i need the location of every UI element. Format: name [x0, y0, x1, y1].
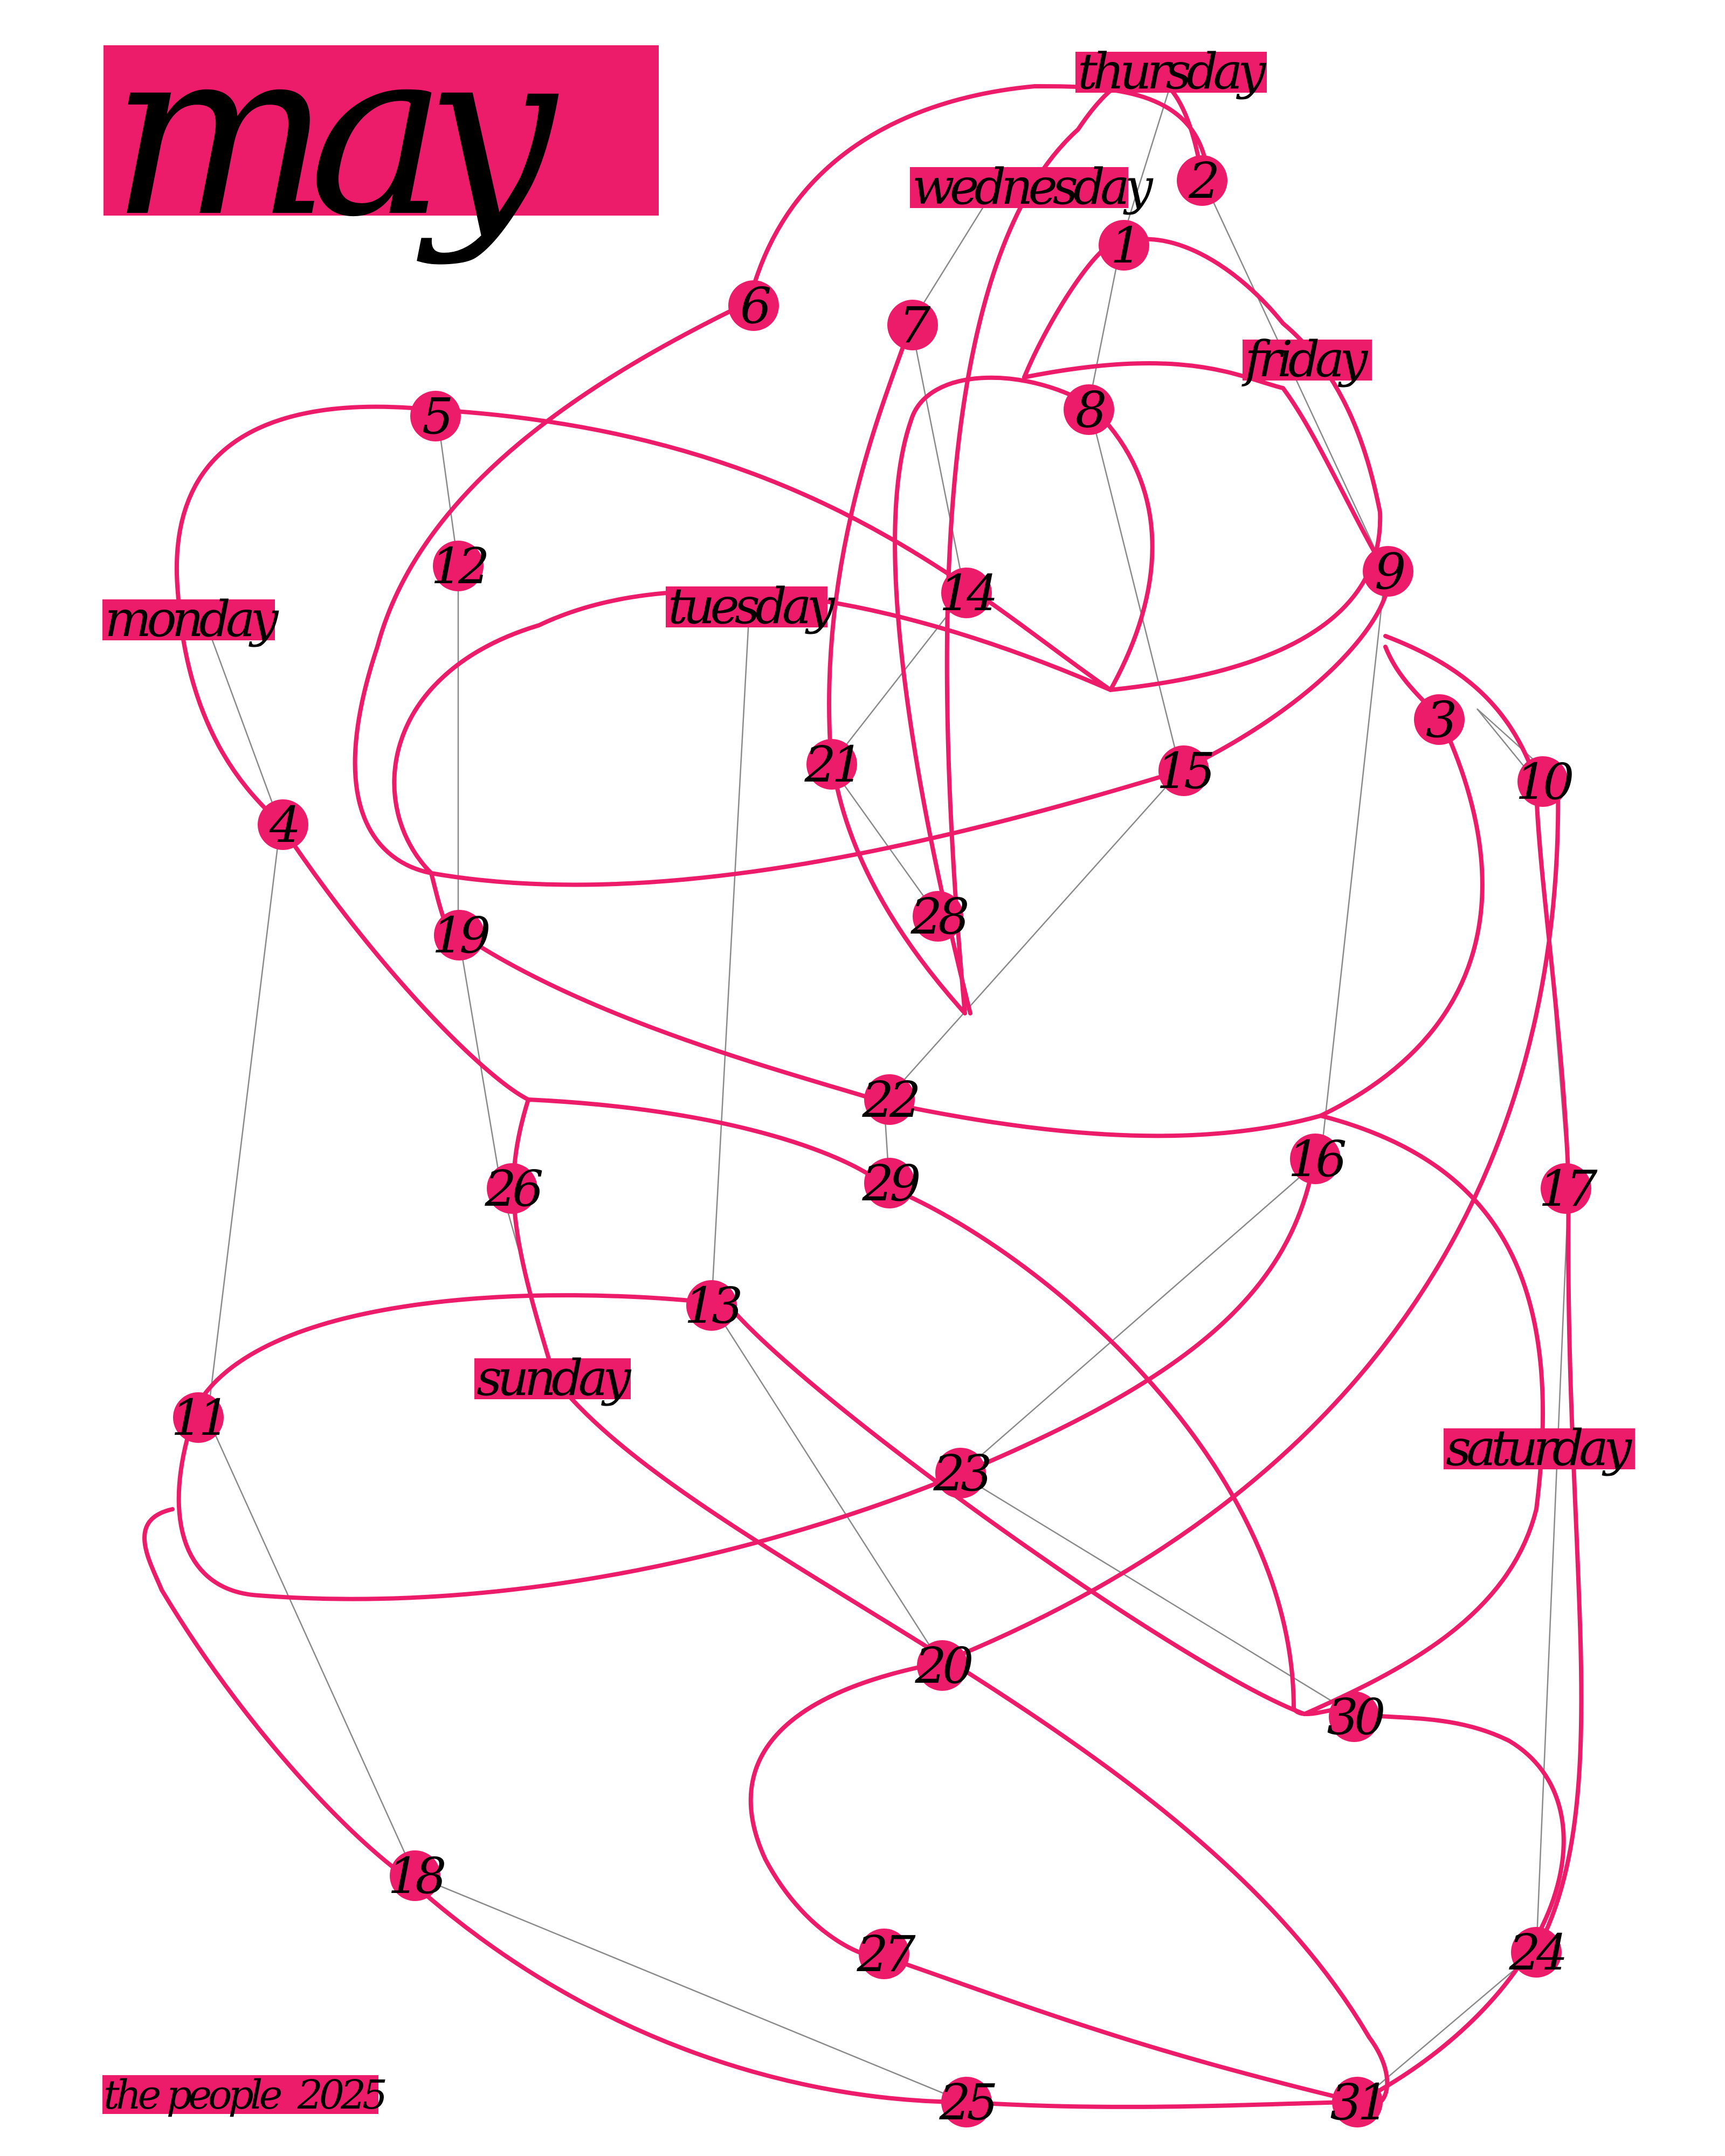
- date-dot-26: [487, 1163, 537, 1214]
- loop-segment-monday: [175, 404, 1355, 1716]
- date-dot-4: [258, 799, 308, 850]
- date-number-19: 19: [432, 907, 489, 964]
- loop-segment-thursday: [827, 73, 1204, 1015]
- date-number-14: 14: [939, 564, 995, 622]
- date-number-16: 16: [1288, 1130, 1346, 1188]
- weekday-label-monday: monday: [105, 590, 279, 648]
- date-dot-13: [686, 1280, 737, 1331]
- title-highlight: [104, 45, 659, 216]
- month-title: may: [111, 0, 560, 268]
- date-dot-12: [433, 541, 484, 591]
- date-dot-9: [1363, 546, 1413, 597]
- date-number-20: 20: [914, 1637, 972, 1695]
- saturday-label-highlight: [1444, 1428, 1635, 1469]
- date-number-10: 10: [1515, 753, 1573, 811]
- date-dot-22: [864, 1074, 915, 1125]
- date-number-12: 12: [431, 537, 487, 595]
- date-number-28: 28: [910, 888, 968, 945]
- date-dot-8: [1064, 384, 1114, 435]
- date-dot-20: [917, 1640, 968, 1691]
- date-number-8: 8: [1075, 381, 1106, 439]
- date-number-6: 6: [740, 277, 770, 335]
- footer-year: 2025: [297, 2072, 385, 2118]
- date-number-29: 29: [861, 1155, 920, 1212]
- date-dot-3: [1414, 694, 1465, 745]
- loop-segment-sunday: [429, 645, 1485, 1138]
- date-number-26: 26: [484, 1160, 542, 1218]
- date-dot-2: [1177, 155, 1227, 206]
- date-number-2: 2: [1188, 152, 1218, 210]
- date-number-3: 3: [1426, 691, 1455, 749]
- date-number-18: 18: [388, 1847, 445, 1905]
- date-dot-1: [1099, 220, 1149, 271]
- tuesday-label-highlight: [666, 586, 827, 627]
- date-dot-27: [859, 1929, 909, 1979]
- date-number-4: 4: [269, 796, 298, 854]
- weekday-label-wednesday: wednesday: [912, 158, 1154, 216]
- sunday-label-highlight: [474, 1358, 631, 1399]
- date-number-9: 9: [1375, 543, 1405, 600]
- wednesday-label-highlight: [910, 167, 1128, 208]
- date-dot-29: [864, 1158, 915, 1208]
- loop-segment-weekend: [176, 1114, 1545, 1716]
- date-number-23: 23: [933, 1445, 990, 1502]
- wednesday-connector: [829, 167, 1009, 917]
- date-number-5: 5: [422, 388, 451, 445]
- weekday-labels: monday tuesday wednesday thursday friday satu…: [102, 43, 1637, 1477]
- date-number-27: 27: [856, 1925, 916, 1983]
- weekday-label-tuesday: tuesday: [668, 577, 836, 635]
- date-dot-7: [887, 300, 938, 350]
- date-number-17: 17: [1538, 1160, 1598, 1218]
- date-number-11: 11: [171, 1389, 225, 1447]
- loop-segment-tuesday: [392, 237, 1383, 875]
- date-number-22: 22: [861, 1071, 919, 1129]
- date-dot-10: [1517, 756, 1568, 807]
- friday-label-highlight: [1243, 340, 1372, 381]
- date-number-13: 13: [684, 1277, 741, 1335]
- loop-segment-friday: [893, 375, 1155, 1015]
- date-dot-15: [1158, 745, 1209, 796]
- date-dot-16: [1290, 1134, 1341, 1184]
- date-dot-24: [1511, 1927, 1562, 1978]
- date-dot-14: [941, 568, 992, 618]
- date-dot-18: [390, 1850, 440, 1901]
- date-number-1: 1: [1110, 217, 1138, 274]
- date-number-21: 21: [804, 736, 859, 793]
- footer-highlight: [102, 2075, 378, 2114]
- date-dot-23: [935, 1448, 986, 1498]
- weekday-label-friday: friday: [1241, 330, 1368, 388]
- loop-segment-return: [748, 779, 1561, 1960]
- date-dot-5: [410, 391, 461, 441]
- pink-loop-line: [142, 73, 1584, 2109]
- date-number-15: 15: [1156, 742, 1212, 800]
- date-dot-17: [1541, 1163, 1591, 1214]
- date-number-31: 31: [1330, 2074, 1384, 2131]
- date-number-30: 30: [1327, 1688, 1384, 1746]
- date-dot-19: [434, 910, 485, 960]
- date-dot-30: [1329, 1691, 1379, 1742]
- date-dot-11: [173, 1392, 224, 1443]
- date-number-24: 24: [1508, 1924, 1564, 1981]
- loop-segment-late: [511, 1097, 1390, 2108]
- saturday-connector: [1358, 708, 1570, 2103]
- weekday-label-saturday: saturday: [1446, 1419, 1632, 1477]
- loop-segment-saturday: [1383, 634, 1584, 1953]
- footer-brand: the people 2025: [104, 2072, 385, 2118]
- date-dot-25: [941, 2077, 992, 2127]
- date-dot-6: [728, 280, 779, 331]
- monday-label-highlight: [102, 599, 275, 640]
- footer-text: the people: [104, 2072, 281, 2118]
- date-number-7: 7: [899, 296, 931, 354]
- weekday-label-thursday: thursday: [1078, 43, 1266, 100]
- date-number-25: 25: [939, 2074, 995, 2131]
- weekday-label-sunday: sunday: [477, 1349, 631, 1407]
- thursday-label-highlight: [1075, 52, 1267, 93]
- date-dot-28: [913, 891, 963, 942]
- date-dot-21: [806, 739, 857, 790]
- date-dot-31: [1332, 2077, 1383, 2127]
